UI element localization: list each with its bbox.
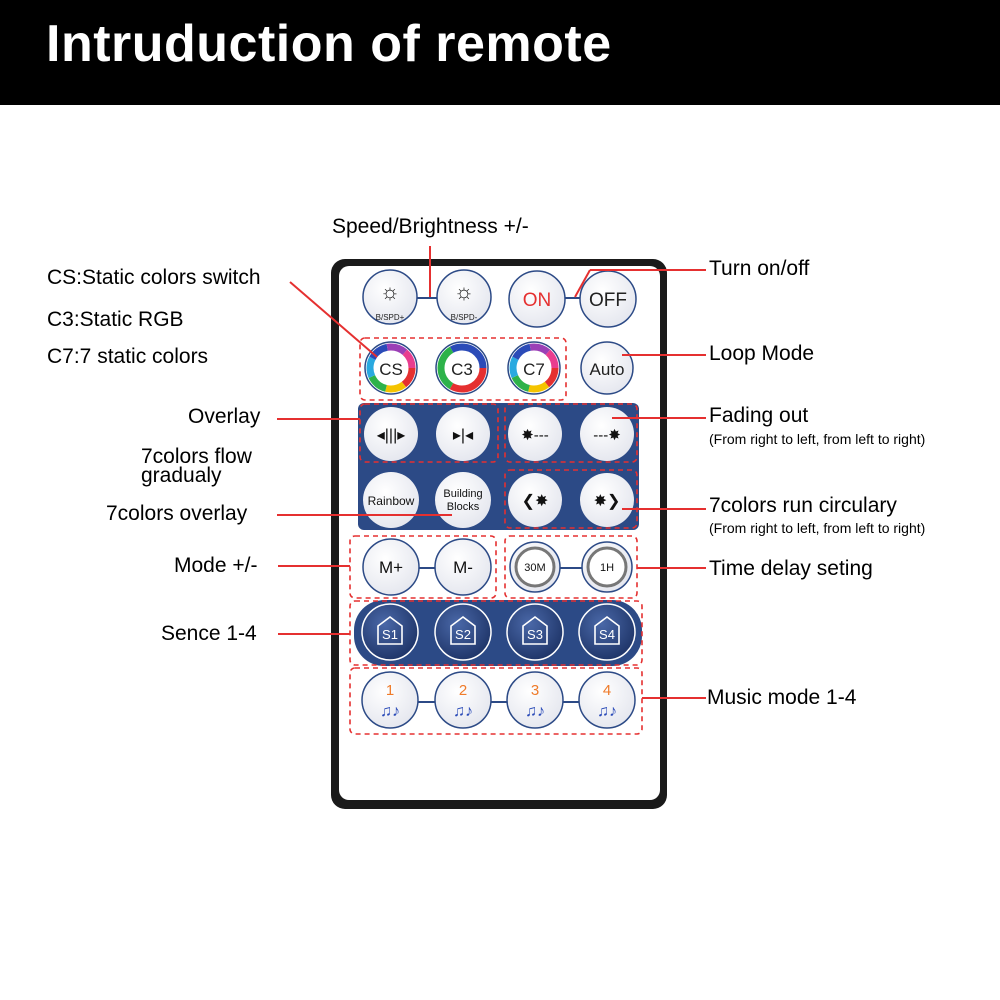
music-1-button[interactable]: 1 ♫♪: [361, 671, 419, 729]
house-icon: [594, 616, 620, 645]
house-icon: [450, 616, 476, 645]
turn-on-off-label: Turn on/off: [709, 257, 810, 280]
scene-3-button[interactable]: S3: [506, 603, 564, 661]
fading-out-label: Fading out: [709, 404, 809, 427]
mode-minus-button[interactable]: M-: [434, 538, 492, 596]
leader-lines: [277, 246, 706, 699]
timer-30m-button[interactable]: 30M: [509, 541, 561, 593]
svg-text:2: 2: [459, 682, 467, 699]
run-right-icon: ✸❯: [594, 493, 621, 510]
header-bar: Intruduction of remote: [0, 0, 1000, 105]
svg-text:3: 3: [531, 682, 539, 699]
run-circulary-sublabel: (From right to left, from left to right): [709, 520, 926, 536]
svg-text:30M: 30M: [524, 562, 545, 574]
fade-right-icon: ---✸: [593, 427, 621, 444]
run-right-button[interactable]: ✸❯: [580, 473, 634, 527]
svg-text:ON: ON: [523, 290, 552, 311]
svg-text:1: 1: [386, 682, 394, 699]
arrows-inward-icon: ▸|◂: [453, 427, 473, 444]
svg-text:C3: C3: [451, 360, 473, 379]
building-blocks-button[interactable]: Building Blocks: [435, 472, 491, 528]
sun-minus-icon: ☼: [454, 279, 474, 304]
sence-label: Sence 1-4: [161, 622, 257, 645]
svg-text:M-: M-: [453, 558, 473, 577]
svg-text:1H: 1H: [600, 562, 614, 574]
rainbow-button[interactable]: Rainbow: [363, 472, 419, 528]
run-left-button[interactable]: ❮✸: [508, 473, 562, 527]
svg-text:4: 4: [603, 682, 611, 699]
svg-text:S3: S3: [527, 627, 543, 642]
fade-left-button[interactable]: ✸---: [508, 407, 562, 461]
speed-brightness-label: Speed/Brightness +/-: [332, 215, 529, 238]
on-button[interactable]: ON: [508, 270, 566, 328]
mode-plus-button[interactable]: M+: [362, 538, 420, 596]
svg-text:B/SPD-: B/SPD-: [451, 313, 478, 322]
bspd-plus-button[interactable]: ☼ B/SPD+: [362, 269, 418, 325]
svg-text:OFF: OFF: [589, 290, 627, 311]
overlay-right-button[interactable]: ▸|◂: [436, 407, 490, 461]
music-notes-icon: ♫♪: [453, 703, 473, 720]
colors-overlay-label: 7colors overlay: [106, 502, 248, 525]
svg-text:S2: S2: [455, 627, 471, 642]
music-2-button[interactable]: 2 ♫♪: [434, 671, 492, 729]
music-notes-icon: ♫♪: [597, 703, 617, 720]
off-button[interactable]: OFF: [579, 270, 637, 328]
svg-text:C7: C7: [523, 360, 545, 379]
house-icon: [377, 616, 403, 645]
scene-panel: [354, 600, 642, 666]
scene-1-button[interactable]: S1: [361, 603, 419, 661]
svg-text:Rainbow: Rainbow: [368, 494, 415, 508]
bspd-minus-button[interactable]: ☼ B/SPD-: [436, 269, 492, 325]
svg-text:S1: S1: [382, 627, 398, 642]
svg-text:M+: M+: [379, 558, 403, 577]
overlay-label: Overlay: [188, 405, 261, 428]
c3-label: C3:Static RGB: [47, 308, 184, 331]
flow-label-line1: 7colors flow: [141, 445, 252, 468]
house-icon: [522, 616, 548, 645]
music-4-button[interactable]: 4 ♫♪: [578, 671, 636, 729]
fading-out-sublabel: (From right to left, from left to right): [709, 431, 926, 447]
effect-panel: [358, 403, 639, 530]
cs-button[interactable]: CS: [364, 341, 418, 395]
svg-text:Building: Building: [443, 488, 482, 500]
svg-text:CS: CS: [379, 360, 403, 379]
c7-label: C7:7 static colors: [47, 345, 209, 368]
sun-plus-icon: ☼: [380, 279, 400, 304]
music-notes-icon: ♫♪: [380, 703, 400, 720]
time-delay-label: Time delay seting: [709, 557, 873, 580]
timer-1h-button[interactable]: 1H: [581, 541, 633, 593]
music-mode-label: Music mode 1-4: [707, 686, 857, 709]
c7-button[interactable]: C7: [507, 341, 561, 395]
svg-text:S4: S4: [599, 627, 615, 642]
run-left-icon: ❮✸: [522, 493, 549, 510]
cs-label: CS:Static colors switch: [47, 266, 261, 289]
scene-4-button[interactable]: S4: [578, 603, 636, 661]
fade-right-button[interactable]: ---✸: [580, 407, 634, 461]
overlay-left-button[interactable]: ◂|||▸: [364, 407, 418, 461]
arrows-outward-icon: ◂|||▸: [377, 427, 406, 444]
mode-label: Mode +/-: [174, 554, 258, 577]
c3-button[interactable]: C3: [435, 341, 489, 395]
music-notes-icon: ♫♪: [525, 703, 545, 720]
svg-text:B/SPD+: B/SPD+: [376, 313, 405, 322]
svg-text:Auto: Auto: [590, 360, 625, 379]
page-title: Intruduction of remote: [46, 15, 612, 73]
svg-text:Blocks: Blocks: [447, 501, 480, 513]
music-3-button[interactable]: 3 ♫♪: [506, 671, 564, 729]
auto-button[interactable]: Auto: [580, 341, 634, 395]
run-circulary-label: 7colors run circulary: [709, 494, 897, 517]
scene-2-button[interactable]: S2: [434, 603, 492, 661]
loop-mode-label: Loop Mode: [709, 342, 815, 365]
fade-left-icon: ✸---: [521, 427, 549, 444]
flow-label-line2: gradualy: [141, 464, 222, 487]
